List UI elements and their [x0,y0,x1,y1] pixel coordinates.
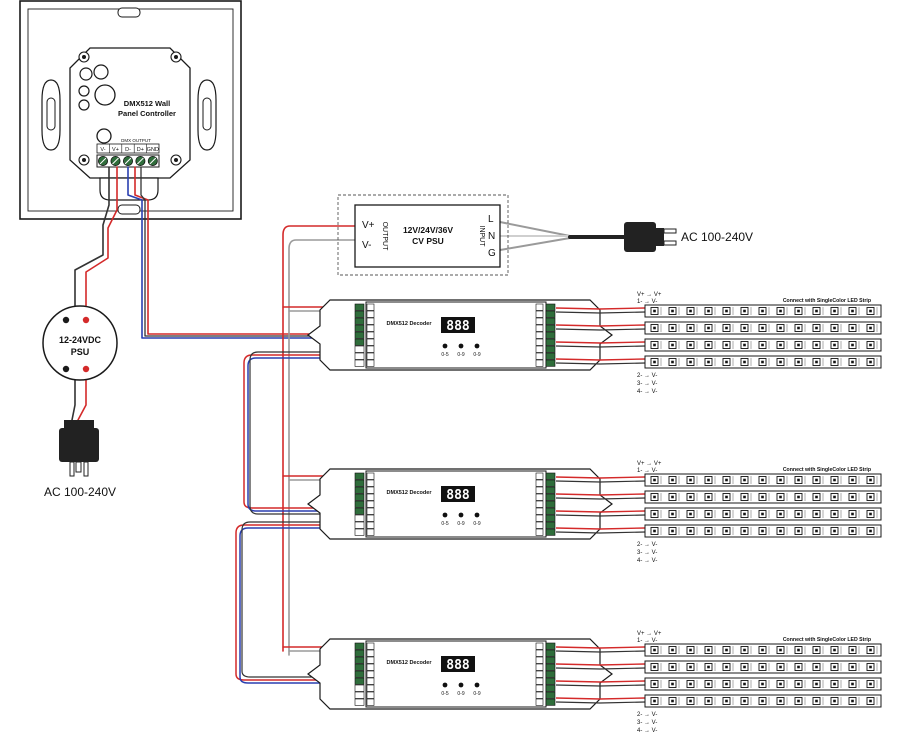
dmx-output-label: DMX OUTPUT [121,138,151,143]
panel-ac-label: AC 100-240V [44,485,116,499]
strip-caption: Connect with SingleColor LED Strip [783,467,871,473]
strip-legend-bottom: 4- → V- [637,728,657,734]
strip-legend-top: V+ → V+ [637,292,662,298]
decoder-name: DMX512 Decoder [387,660,433,666]
strip-legend-bottom: 4- → V- [637,389,657,395]
strip-legend-bottom: 3- → V- [637,381,657,387]
knob-label: 0-9 [473,691,480,697]
led-display [441,317,475,333]
knob-label: 0-9 [457,352,464,358]
terminal-label-d-plus: D+ [137,147,144,153]
knob-label: 0-5 [441,521,448,527]
decoder-name: DMX512 Decoder [387,321,433,327]
strip-caption: Connect with SingleColor LED Strip [783,637,871,643]
led-display-digits: 888 [446,319,470,334]
led-strip [644,304,882,318]
rotary-knob-icon [474,682,480,688]
wall-panel-name-line1: DMX512 Wall [124,99,170,108]
cv-psu-input-side: INPUT [478,226,485,248]
cv-psu-in-g: G [488,248,496,259]
strip-legend-top: 1- → V- [637,468,657,474]
wires [71,166,627,684]
strip-legend-top: V+ → V+ [637,631,662,637]
led-strip [644,355,882,369]
panel-psu: 12-24VDC PSU AC 100-240V [42,305,118,499]
knob-label: 0-9 [473,352,480,358]
knob-label: 0-9 [457,691,464,697]
cv-psu-ac-label: AC 100-240V [681,230,753,244]
rotary-knob-icon [458,682,464,688]
ac-plug-icon [59,420,99,477]
strip-legend-bottom: 2- → V- [637,373,657,379]
decoder-face [365,640,547,708]
rotary-knob-icon [458,512,464,518]
strip-caption: Connect with SingleColor LED Strip [783,298,871,304]
panel-psu-line2: PSU [71,347,90,357]
cv-psu: V+ V- OUTPUT 12V/24V/36V CV PSU INPUT L … [337,194,753,276]
rotary-knob-icon [474,343,480,349]
led-display [441,486,475,502]
cv-psu-line1: 12V/24V/36V [403,225,453,235]
rotary-knob-icon [442,512,448,518]
panel-button-icon [79,67,93,81]
wall-terminal-block [96,154,160,168]
rotary-knob-icon [458,343,464,349]
knob-label: 0-5 [441,691,448,697]
panel-psu-line1: 12-24VDC [59,335,102,345]
strip-legend-top: 1- → V- [637,299,657,305]
strip-legend-top: 1- → V- [637,638,657,644]
cv-psu-in-n: N [488,231,495,242]
rotary-knob-icon [442,682,448,688]
strip-legend-bottom: 2- → V- [637,712,657,718]
led-strip [644,677,882,691]
terminal-labels: V- V+ D- D+ GND [96,143,160,154]
decoder-name: DMX512 Decoder [387,490,433,496]
strip-legend-bottom: 4- → V- [637,558,657,564]
led-strip [644,694,882,708]
knob-label: 0-5 [441,352,448,358]
led-strip [644,524,882,538]
led-display-digits: 888 [446,658,470,673]
strip-legend-bottom: 3- → V- [637,550,657,556]
led-strip [644,507,882,521]
led-strip [644,490,882,504]
terminal-label-gnd: GND [147,147,159,153]
led-display [441,656,475,672]
strip-legend-bottom: 2- → V- [637,542,657,548]
screw-icon [78,51,182,166]
terminal-label-d-minus: D- [125,147,131,153]
cv-psu-output-side: OUTPUT [381,222,388,252]
decoder-unit: DMX512 Decoder 888 0-5 0-9 0-9 V+ → V+1- → V-… [307,631,882,734]
cv-psu-in-l: L [488,214,494,225]
led-strip [644,338,882,352]
decoder-unit: DMX512 Decoder 888 0-5 0-9 0-9 V+ → V+1- → V-… [307,292,882,395]
rotary-knob-icon [474,512,480,518]
led-strip [644,473,882,487]
cv-psu-out-plus: V+ [362,220,375,231]
led-strip [644,643,882,657]
wall-panel: DMX512 Wall Panel Controller DMX OUTPUT … [19,0,242,220]
wall-panel-name-line2: Panel Controller [118,109,176,118]
cv-psu-out-minus: V- [362,240,371,251]
strip-legend-top: V+ → V+ [637,461,662,467]
cv-psu-line2: CV PSU [412,236,444,246]
led-strip [644,321,882,335]
decoder-face [365,470,547,538]
decoder-face [365,301,547,369]
knob-label: 0-9 [457,521,464,527]
ac-plug-icon [624,222,677,252]
led-display-digits: 888 [446,488,470,503]
terminal-label-v-minus: V- [100,147,105,153]
rotary-knob-icon [442,343,448,349]
knob-label: 0-9 [473,521,480,527]
decoder-unit: DMX512 Decoder 888 0-5 0-9 0-9 V+ → V+1- → V-… [307,461,882,564]
led-strip [644,660,882,674]
terminal-label-v-plus: V+ [112,147,119,153]
strip-legend-bottom: 3- → V- [637,720,657,726]
